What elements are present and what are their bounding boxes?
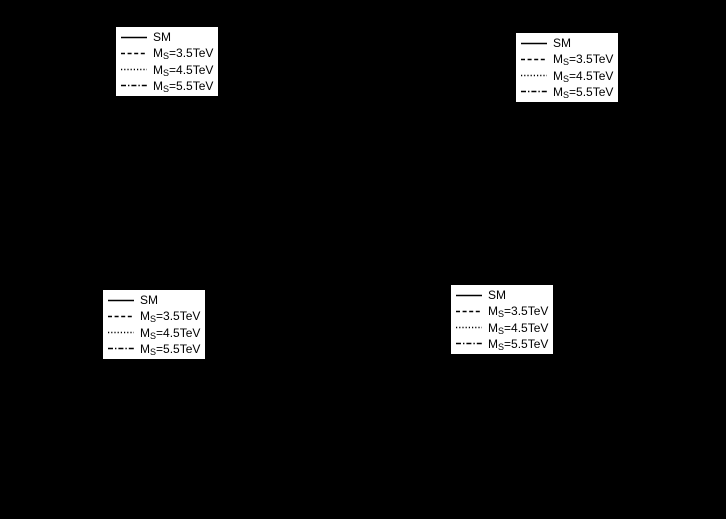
- dotted-line-sample-icon: [121, 68, 147, 71]
- dash-dot-line-sample-icon: [521, 91, 547, 93]
- solid-line-sample-icon: [456, 294, 482, 296]
- legend-entry: SM: [107, 292, 202, 308]
- legend-entry: MS=4.5TeV: [120, 62, 215, 78]
- legend-entry: MS=3.5TeV: [120, 45, 215, 61]
- legend-entry: MS=4.5TeV: [455, 320, 550, 336]
- legend-entry-label: MS=4.5TeV: [488, 320, 549, 336]
- dashed-line-sample-icon: [108, 315, 134, 318]
- legend-entry-label: MS=3.5TeV: [153, 46, 214, 62]
- legend-entry-label: MS=3.5TeV: [140, 309, 201, 325]
- legend-entry: SM: [520, 35, 615, 51]
- legend-entry: MS=4.5TeV: [520, 68, 615, 84]
- legend-entry-label: MS=4.5TeV: [553, 68, 614, 84]
- legend-entry-label: MS=5.5TeV: [488, 336, 549, 352]
- legend-entry: MS=5.5TeV: [107, 341, 202, 357]
- solid-line-sample-icon: [121, 36, 147, 38]
- legend-entry: SM: [120, 29, 215, 45]
- dotted-line-sample-icon: [456, 326, 482, 329]
- legend-box-top-left: SM MS=3.5TeV MS=4.5TeV MS=5.5TeV: [115, 26, 219, 97]
- legend-entry-label: MS=4.5TeV: [153, 62, 214, 78]
- legend-entry: MS=5.5TeV: [455, 336, 550, 352]
- dash-dot-line-sample-icon: [108, 348, 134, 350]
- legend-entry: MS=5.5TeV: [520, 84, 615, 100]
- legend-entry: MS=3.5TeV: [107, 308, 202, 324]
- legend-entry: MS=3.5TeV: [520, 51, 615, 67]
- legend-box-bottom-left: SM MS=3.5TeV MS=4.5TeV MS=5.5TeV: [102, 289, 206, 360]
- legend-entry-label: MS=5.5TeV: [553, 84, 614, 100]
- dotted-line-sample-icon: [521, 74, 547, 77]
- legend-entry-label: MS=3.5TeV: [553, 52, 614, 68]
- legend-entry-label: MS=5.5TeV: [140, 341, 201, 357]
- dash-dot-line-sample-icon: [121, 85, 147, 87]
- legend-entry-label: SM: [488, 288, 506, 303]
- legend-entry: MS=3.5TeV: [455, 303, 550, 319]
- dashed-line-sample-icon: [456, 310, 482, 313]
- legend-entry-label: MS=3.5TeV: [488, 304, 549, 320]
- solid-line-sample-icon: [108, 299, 134, 301]
- legend-box-top-right: SM MS=3.5TeV MS=4.5TeV MS=5.5TeV: [515, 32, 619, 103]
- legend-entry-label: MS=5.5TeV: [153, 78, 214, 94]
- solid-line-sample-icon: [521, 42, 547, 44]
- legend-entry: MS=4.5TeV: [107, 325, 202, 341]
- legend-entry: MS=5.5TeV: [120, 78, 215, 94]
- dotted-line-sample-icon: [108, 331, 134, 334]
- dashed-line-sample-icon: [121, 52, 147, 55]
- legend-entry-label: SM: [153, 30, 171, 45]
- legend-entry-label: MS=4.5TeV: [140, 325, 201, 341]
- legend-entry: SM: [455, 287, 550, 303]
- legend-box-bottom-right: SM MS=3.5TeV MS=4.5TeV MS=5.5TeV: [450, 284, 554, 355]
- dash-dot-line-sample-icon: [456, 343, 482, 345]
- legend-entry-label: SM: [140, 293, 158, 308]
- dashed-line-sample-icon: [521, 58, 547, 61]
- legend-entry-label: SM: [553, 36, 571, 51]
